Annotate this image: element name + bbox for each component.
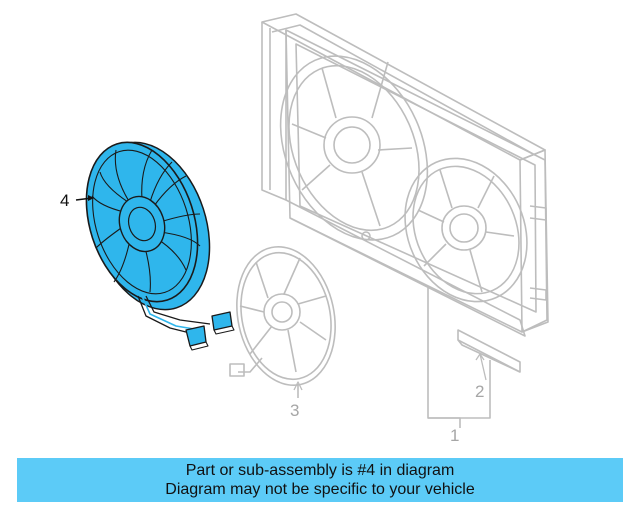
callout-part-3: 3 <box>290 401 300 420</box>
fan-blade-icon <box>229 246 336 398</box>
cooling-fan-icon <box>75 141 235 351</box>
parts-diagram <box>75 13 549 428</box>
banner-line-part-number: Part or sub-assembly is #4 in diagram <box>185 462 455 479</box>
bracket-icon <box>457 329 521 381</box>
callout-part-4: 4 <box>60 191 70 210</box>
banner-line-disclaimer: Diagram may not be specific to your vehi… <box>165 481 475 498</box>
info-banner: Part or sub-assembly is #4 in diagram Di… <box>17 458 623 502</box>
callout-part-2: 2 <box>475 382 485 401</box>
callout-part-1: 1 <box>450 426 460 445</box>
fan-shroud-icon <box>261 13 549 428</box>
